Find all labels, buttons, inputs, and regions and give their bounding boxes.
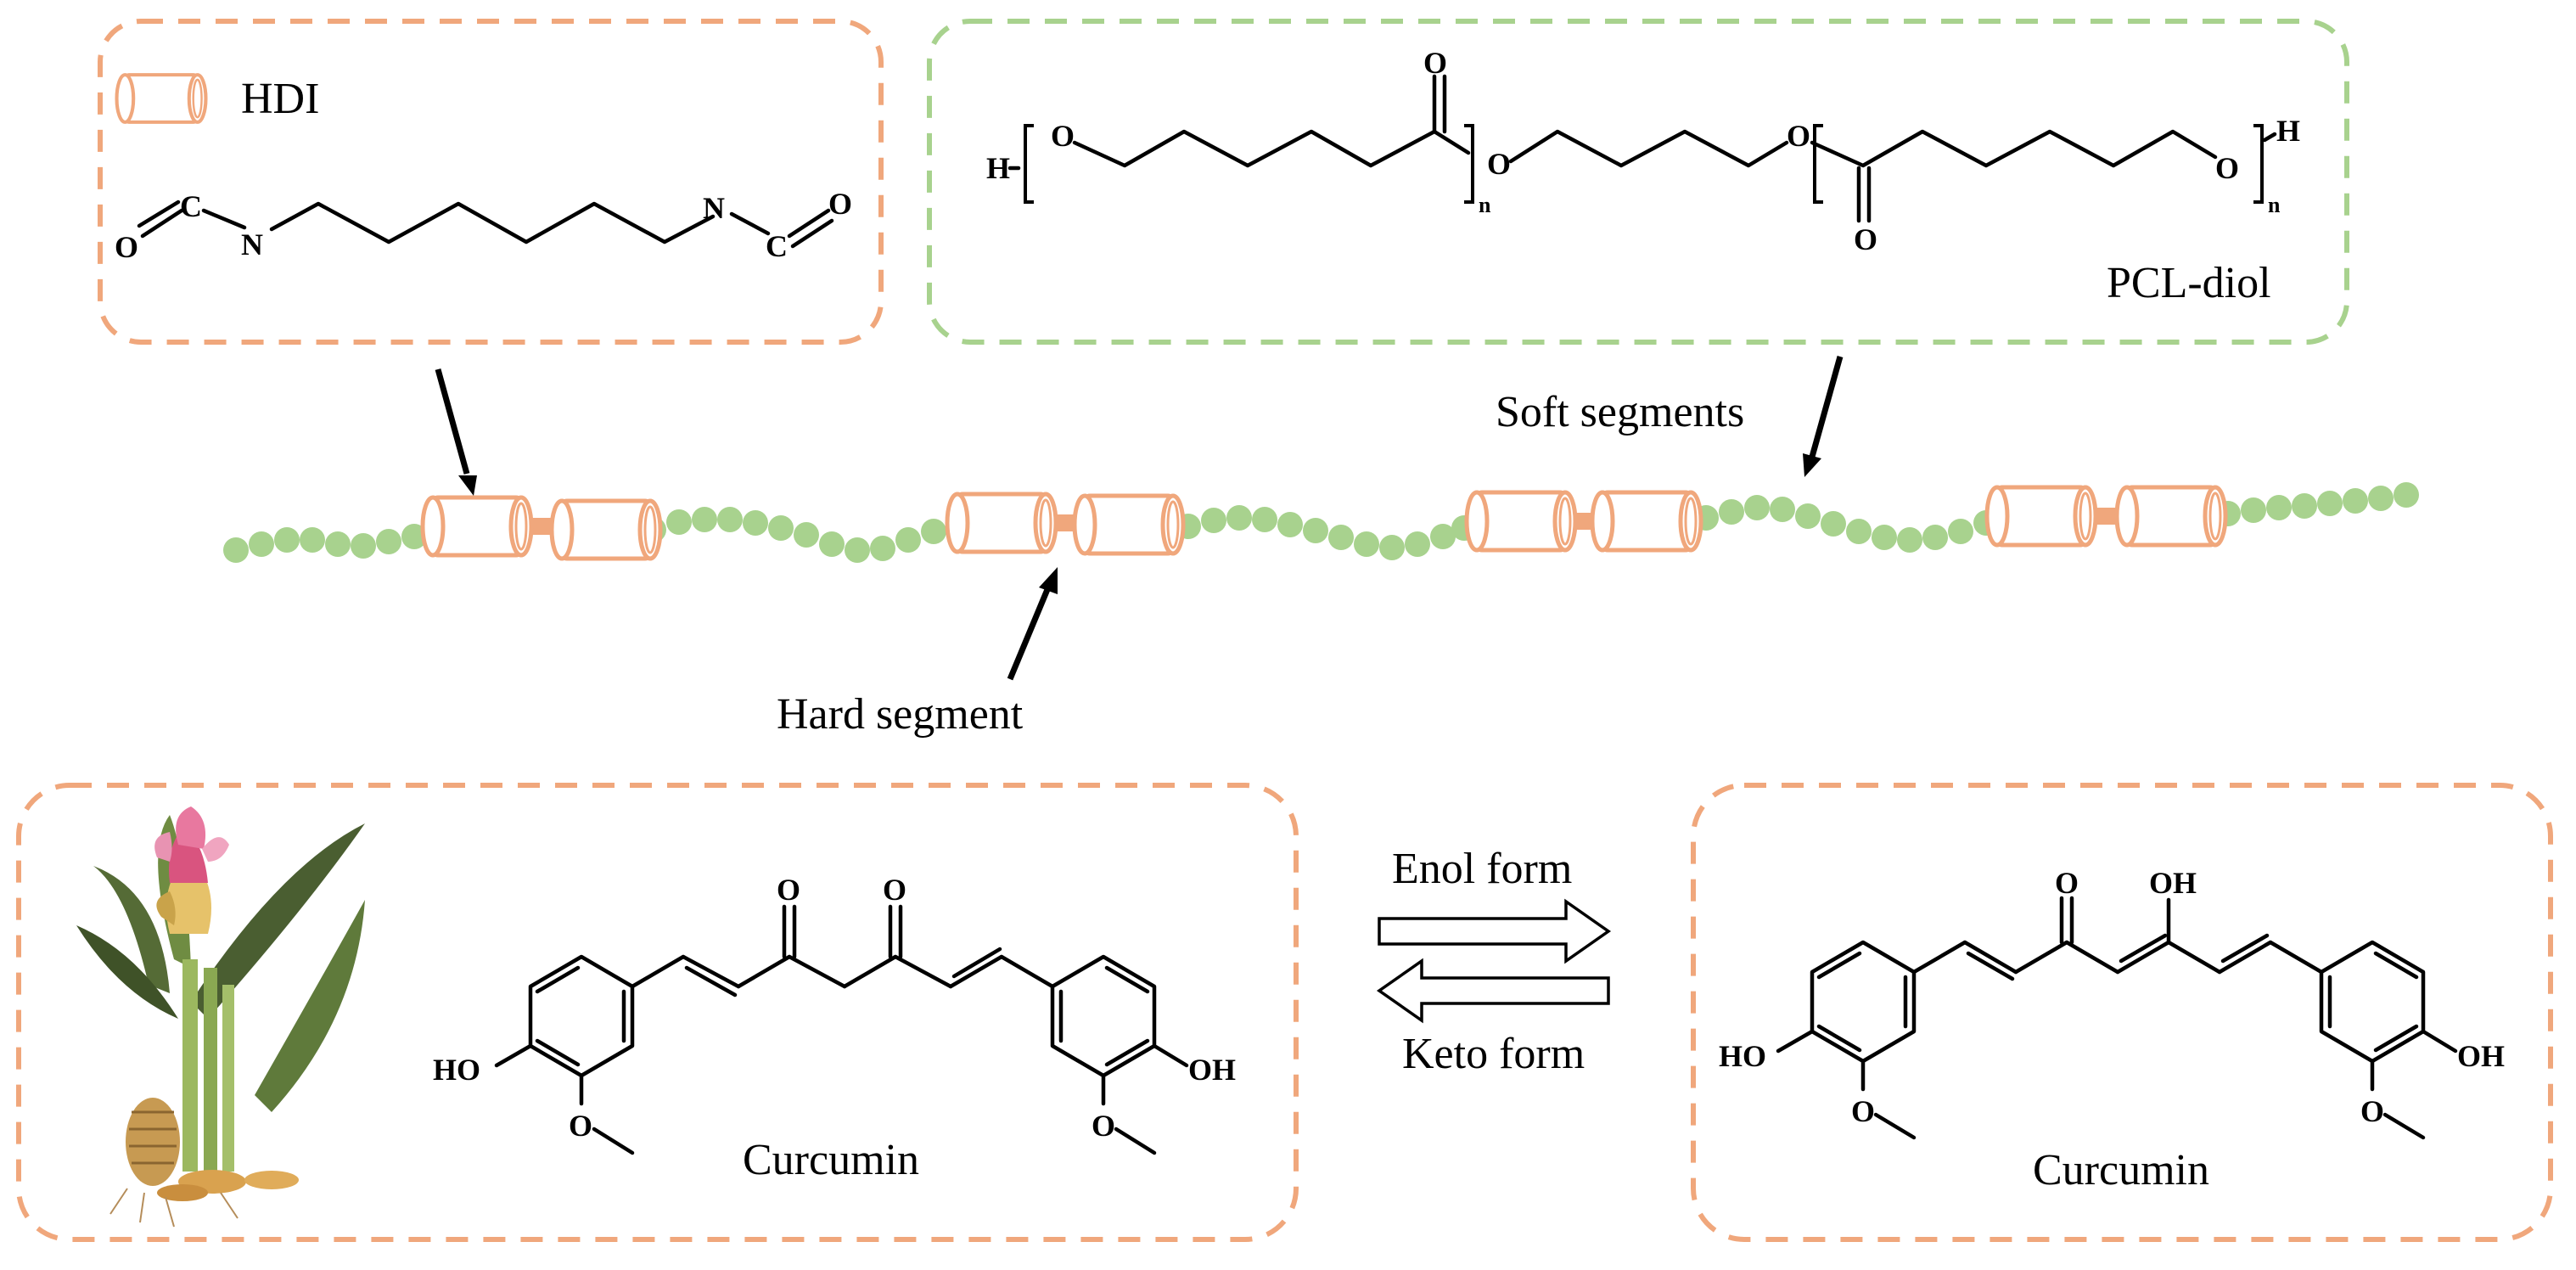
enol-curcumin-structure: O OH HO OH O O — [1719, 866, 2505, 1140]
enol-curcumin-label: Curcumin — [2033, 1146, 2209, 1194]
pcl-panel: H O O n O O O O n H PCL-diol — [927, 19, 2349, 345]
enol-atom-o: O — [2055, 866, 2079, 900]
hdi-atom-n-right: N — [703, 191, 725, 225]
keto-atom-ome-left: O — [569, 1109, 592, 1143]
pcl-atom-o1: O — [1051, 119, 1075, 153]
pcl-atom-o-carbonyl-top: O — [1423, 46, 1447, 80]
polyurethane-chain: Soft segments Hard segment — [223, 356, 2419, 739]
keto-atom-ome-right: O — [1092, 1109, 1115, 1143]
hard-segment-1 — [423, 497, 660, 559]
pcl-subscript-n1: n — [1479, 193, 1491, 217]
hard-segment-4 — [1987, 487, 2225, 545]
enol-atom-ome-right: O — [2360, 1094, 2384, 1128]
keto-atom-oh: OH — [1188, 1053, 1236, 1087]
hdi-structure: O C N N C O — [115, 187, 852, 264]
enol-atom-ome-left: O — [1851, 1094, 1875, 1128]
enol-atom-ho: HO — [1719, 1039, 1766, 1073]
hdi-panel: HDI O C N N C O — [98, 19, 884, 345]
enol-forward-arrow — [1378, 898, 1612, 964]
hdi-atom-n-left: N — [241, 228, 263, 261]
pcl-panel-border — [927, 19, 2349, 345]
keto-panel-border — [16, 783, 1299, 1242]
pcl-label: PCL-diol — [2107, 259, 2271, 307]
hard-segment-2 — [947, 494, 1183, 554]
enol-atom-oh: OH — [2457, 1039, 2505, 1073]
hdi-atom-o-left: O — [115, 230, 138, 264]
hard-segment-3 — [1467, 492, 1701, 550]
keto-atom-o1: O — [777, 873, 800, 907]
keto-atom-o2: O — [883, 873, 906, 907]
pcl-atom-o-carbonyl-bottom: O — [1854, 222, 1877, 256]
enol-atom-oh-top: OH — [2149, 866, 2197, 900]
equilibrium: Enol form Keto form — [1376, 845, 1612, 1078]
arrow-hard-segment-label — [1007, 567, 1058, 681]
enol-form-label: Enol form — [1392, 845, 1572, 893]
hdi-legend-cylinder-icon — [117, 75, 206, 122]
pcl-atom-h-left: H — [986, 151, 1010, 185]
keto-form-label: Keto form — [1402, 1030, 1585, 1078]
arrow-pcl-to-chain — [1803, 356, 1844, 477]
arrow-hdi-to-chain — [435, 368, 477, 496]
enol-panel-border — [1691, 783, 2553, 1242]
keto-reverse-arrow — [1376, 958, 1610, 1024]
enol-curcumin-panel: O OH HO OH O O Curcumin — [1691, 783, 2553, 1242]
hard-segment-label: Hard segment — [777, 690, 1024, 739]
soft-segments-label: Soft segments — [1496, 388, 1744, 436]
keto-atom-ho: HO — [433, 1053, 480, 1087]
keto-curcumin-structure: O O HO OH O O — [433, 873, 1236, 1155]
turmeric-plant-image — [76, 806, 365, 1228]
pcl-atom-o3: O — [1787, 119, 1810, 153]
hdi-atom-c-left: C — [180, 189, 202, 223]
pcl-subscript-n2: n — [2268, 193, 2281, 217]
hdi-atom-c-right: C — [766, 229, 788, 263]
hdi-legend-label: HDI — [241, 75, 319, 123]
pcl-atom-h-right: H — [2276, 114, 2300, 148]
pcl-atom-o2: O — [1487, 147, 1511, 181]
hdi-panel-border — [98, 19, 884, 345]
keto-curcumin-label: Curcumin — [743, 1136, 919, 1184]
keto-curcumin-panel: O O HO OH O O Curcumin — [16, 783, 1299, 1242]
pcl-atom-o4: O — [2215, 151, 2239, 185]
hdi-atom-o-right: O — [828, 187, 852, 221]
pcl-structure: H O O n O O O O n H — [986, 46, 2300, 256]
